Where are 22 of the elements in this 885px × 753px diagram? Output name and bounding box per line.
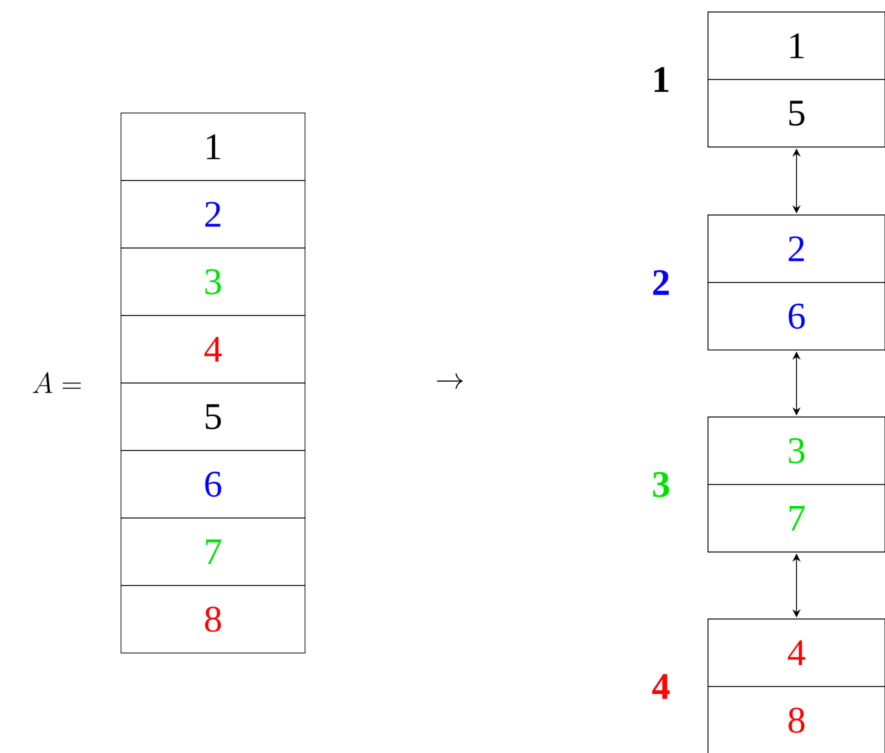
array-cell: 8 xyxy=(120,585,306,654)
mapping-arrow: $\rightarrow$ xyxy=(437,373,463,389)
array-cell: 6 xyxy=(120,450,306,518)
equation-label: $A =$ xyxy=(32,372,81,393)
group-number: 4 xyxy=(652,674,670,699)
array-cell: 7 xyxy=(120,518,306,586)
array-cell: 1 xyxy=(120,112,306,181)
group-number: 2 xyxy=(653,270,669,295)
array-cell: 5 xyxy=(120,382,306,451)
array-cell: 4 xyxy=(120,315,306,384)
array-cell: 3 xyxy=(120,248,306,316)
array-cell: 2 xyxy=(120,180,306,248)
array-cell: 7 xyxy=(708,484,885,552)
array-cell: 1 xyxy=(708,12,885,80)
array-cell: 8 xyxy=(708,686,885,753)
array-cell: 6 xyxy=(708,282,885,350)
array-cell: 2 xyxy=(708,214,885,283)
group-number: 3 xyxy=(653,472,670,498)
group-number: 1 xyxy=(654,67,668,92)
array-cell: 4 xyxy=(708,618,885,687)
array-cell: 3 xyxy=(708,416,885,485)
array-cell: 5 xyxy=(708,79,885,148)
